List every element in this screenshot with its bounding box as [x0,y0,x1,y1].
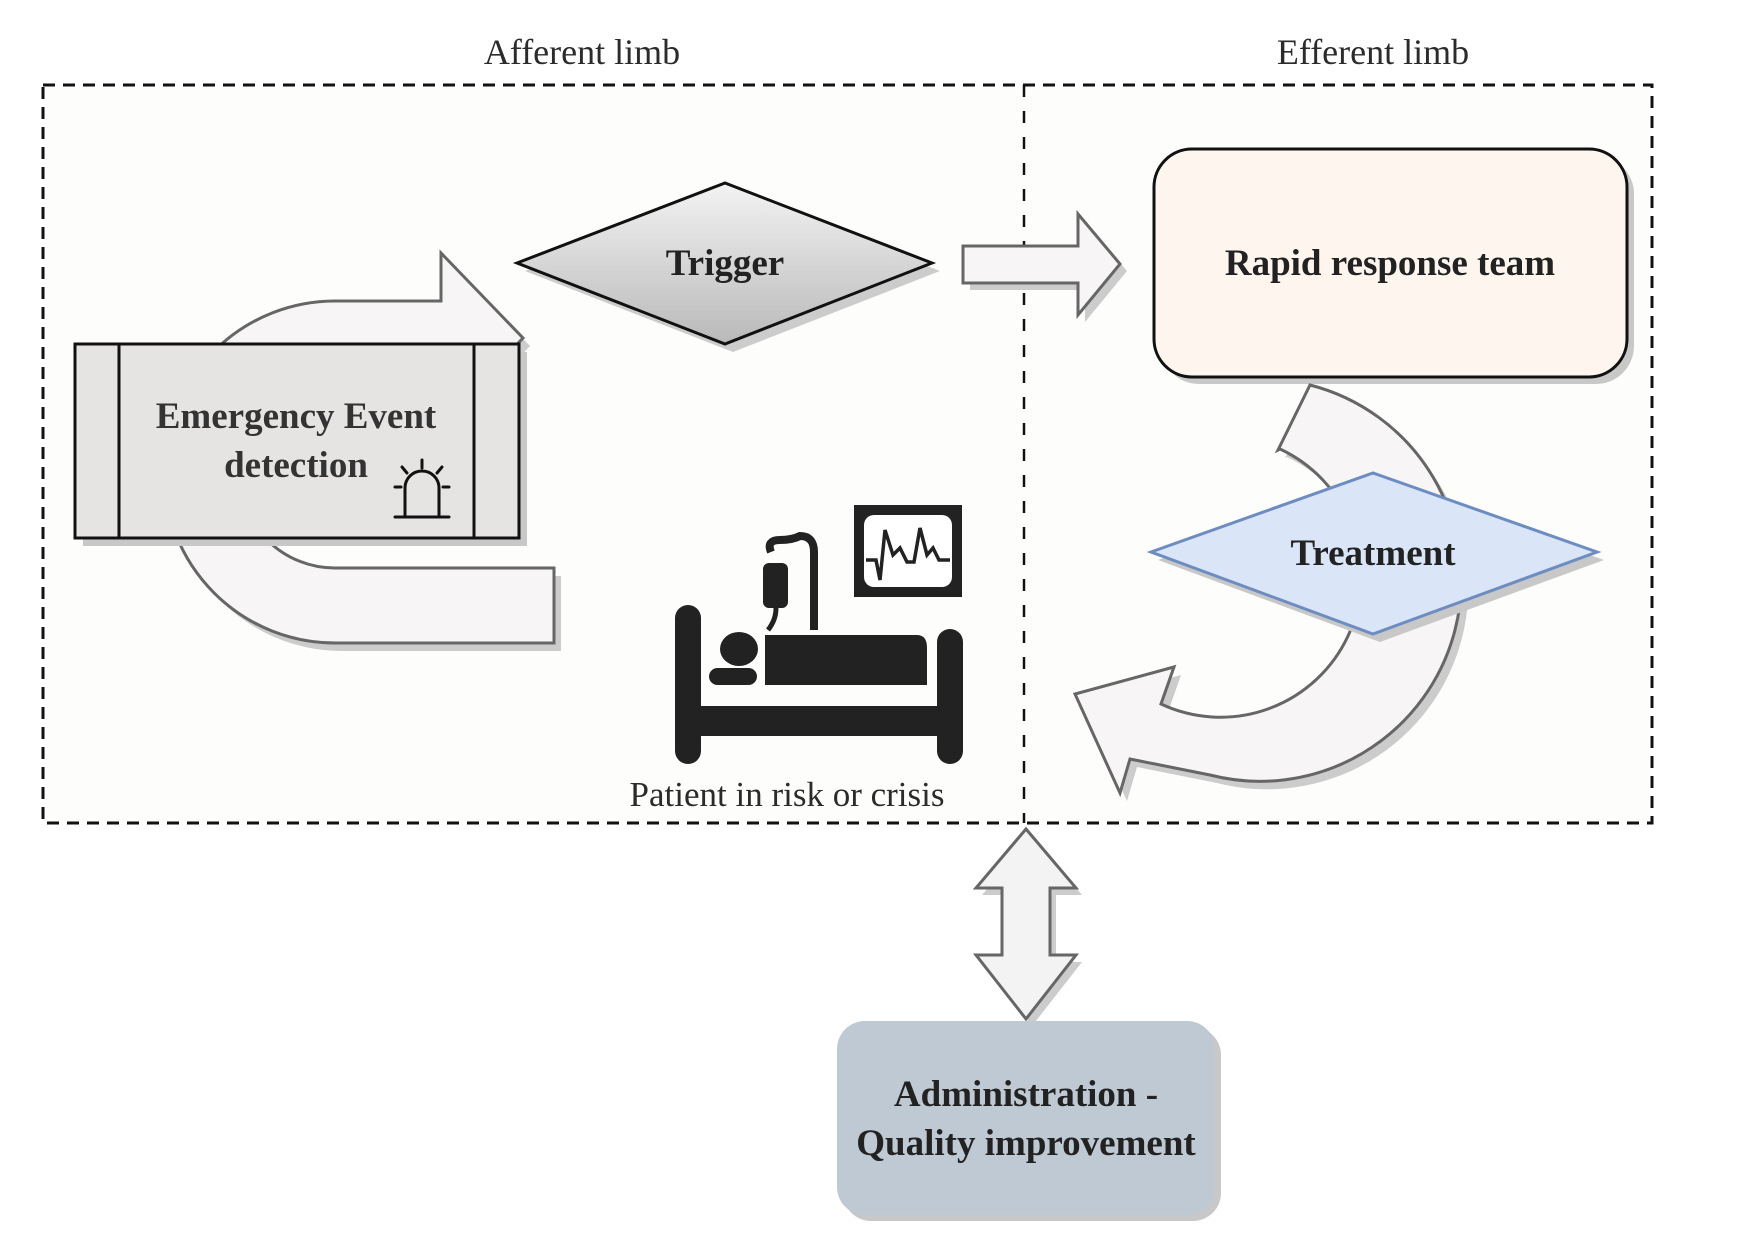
administration-quality-node: Administration - Quality improvement [837,1021,1221,1221]
trigger-to-rrt-arrow [961,209,1127,322]
admin-double-arrow [972,826,1082,1026]
administration-label-line1: Administration - [894,1074,1158,1115]
siren-icon [393,458,451,519]
emergency-label-line2: detection [224,445,368,486]
administration-label-line2: Quality improvement [856,1123,1196,1164]
hospital-bed-monitor-icon [675,505,963,764]
emergency-event-detection-node: Emergency Event detection [73,342,527,546]
trigger-label: Trigger [666,243,784,284]
treatment-node: Treatment [1146,471,1604,642]
rapid-response-team-label: Rapid response team [1225,243,1555,284]
rapid-response-team-node: Rapid response team [1152,147,1634,384]
patient-label: Patient in risk or crisis [630,775,945,814]
efferent-limb-label: Efferent limb [1277,32,1469,72]
trigger-node: Trigger [512,181,940,352]
afferent-limb-label: Afferent limb [484,32,680,72]
treatment-label: Treatment [1290,533,1456,574]
emergency-label-line1: Emergency Event [156,396,437,437]
